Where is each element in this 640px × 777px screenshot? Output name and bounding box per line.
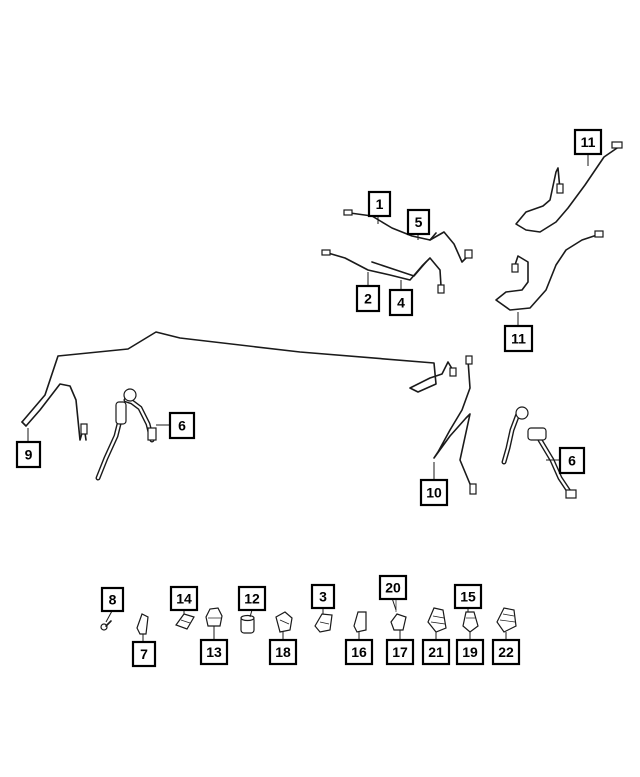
callout-22: 22: [491, 638, 521, 666]
callout-6-left: 6: [168, 411, 196, 440]
brake-tube-10: [433, 355, 477, 495]
brake-hose-6-left: [95, 388, 157, 481]
svg-text:14: 14: [176, 591, 192, 607]
part-13-clamp: [205, 607, 223, 627]
svg-text:20: 20: [385, 580, 401, 596]
part-22-clip: [496, 607, 517, 633]
part-18-clip: [275, 611, 293, 633]
svg-text:21: 21: [428, 644, 444, 660]
callout-18: 18: [268, 638, 298, 666]
brake-tube-11-lower: [495, 230, 604, 311]
svg-text:12: 12: [244, 591, 260, 607]
leader-lines: [27, 154, 589, 642]
callout-4: 4: [388, 288, 414, 317]
svg-text:7: 7: [140, 646, 148, 662]
svg-text:15: 15: [460, 589, 476, 605]
callout-5: 5: [406, 208, 431, 236]
svg-text:16: 16: [351, 644, 367, 660]
callout-3: 3: [310, 583, 336, 610]
callout-11-lower: 11: [503, 324, 534, 353]
callout-11-upper: 11: [573, 128, 603, 156]
brake-tube-2: [321, 249, 445, 294]
svg-text:9: 9: [25, 447, 33, 463]
callout-17: 17: [385, 638, 415, 666]
brake-hose-6-right: [501, 406, 577, 499]
svg-text:6: 6: [568, 453, 576, 469]
callout-1: 1: [367, 190, 392, 218]
callout-14: 14: [169, 585, 199, 612]
svg-text:22: 22: [498, 644, 514, 660]
brake-tube-9: [21, 331, 457, 441]
svg-text:4: 4: [397, 295, 405, 311]
svg-text:2: 2: [364, 291, 372, 307]
svg-text:6: 6: [178, 418, 186, 434]
svg-text:11: 11: [581, 134, 596, 150]
part-19-clip: [462, 611, 479, 633]
part-12-grommet: [240, 614, 255, 634]
svg-text:1: 1: [376, 196, 384, 212]
callout-20: 20: [378, 574, 408, 601]
callout-8: 8: [100, 586, 125, 613]
svg-text:17: 17: [392, 644, 408, 660]
callout-6-right: 6: [558, 446, 586, 475]
svg-text:13: 13: [206, 644, 222, 660]
part-21-clip: [427, 607, 447, 633]
svg-text:10: 10: [426, 485, 442, 501]
callout-12: 12: [237, 585, 267, 612]
callout-7: 7: [131, 640, 157, 668]
callout-21: 21: [421, 638, 451, 666]
brake-tube-5: [429, 231, 473, 263]
svg-text:11: 11: [511, 331, 526, 347]
callout-13: 13: [199, 638, 229, 666]
part-7-bracket: [136, 613, 149, 635]
svg-text:19: 19: [462, 644, 478, 660]
callout-19: 19: [455, 638, 485, 666]
callout-10: 10: [419, 478, 449, 507]
part-14-clip: [175, 613, 195, 630]
callout-2: 2: [355, 284, 381, 313]
part-3-clip: [314, 613, 333, 633]
svg-text:3: 3: [319, 589, 327, 605]
svg-text:8: 8: [109, 592, 117, 608]
part-17-clip: [390, 600, 407, 631]
callout-9: 9: [15, 440, 42, 469]
brake-tube-11-upper: [515, 141, 623, 233]
svg-text:5: 5: [415, 214, 423, 230]
part-8-bolt: [100, 620, 112, 631]
brake-tube-4: [371, 261, 427, 277]
callout-15: 15: [453, 583, 483, 610]
callout-16: 16: [344, 638, 374, 666]
part-16-clip: [353, 611, 367, 633]
svg-text:18: 18: [275, 644, 291, 660]
